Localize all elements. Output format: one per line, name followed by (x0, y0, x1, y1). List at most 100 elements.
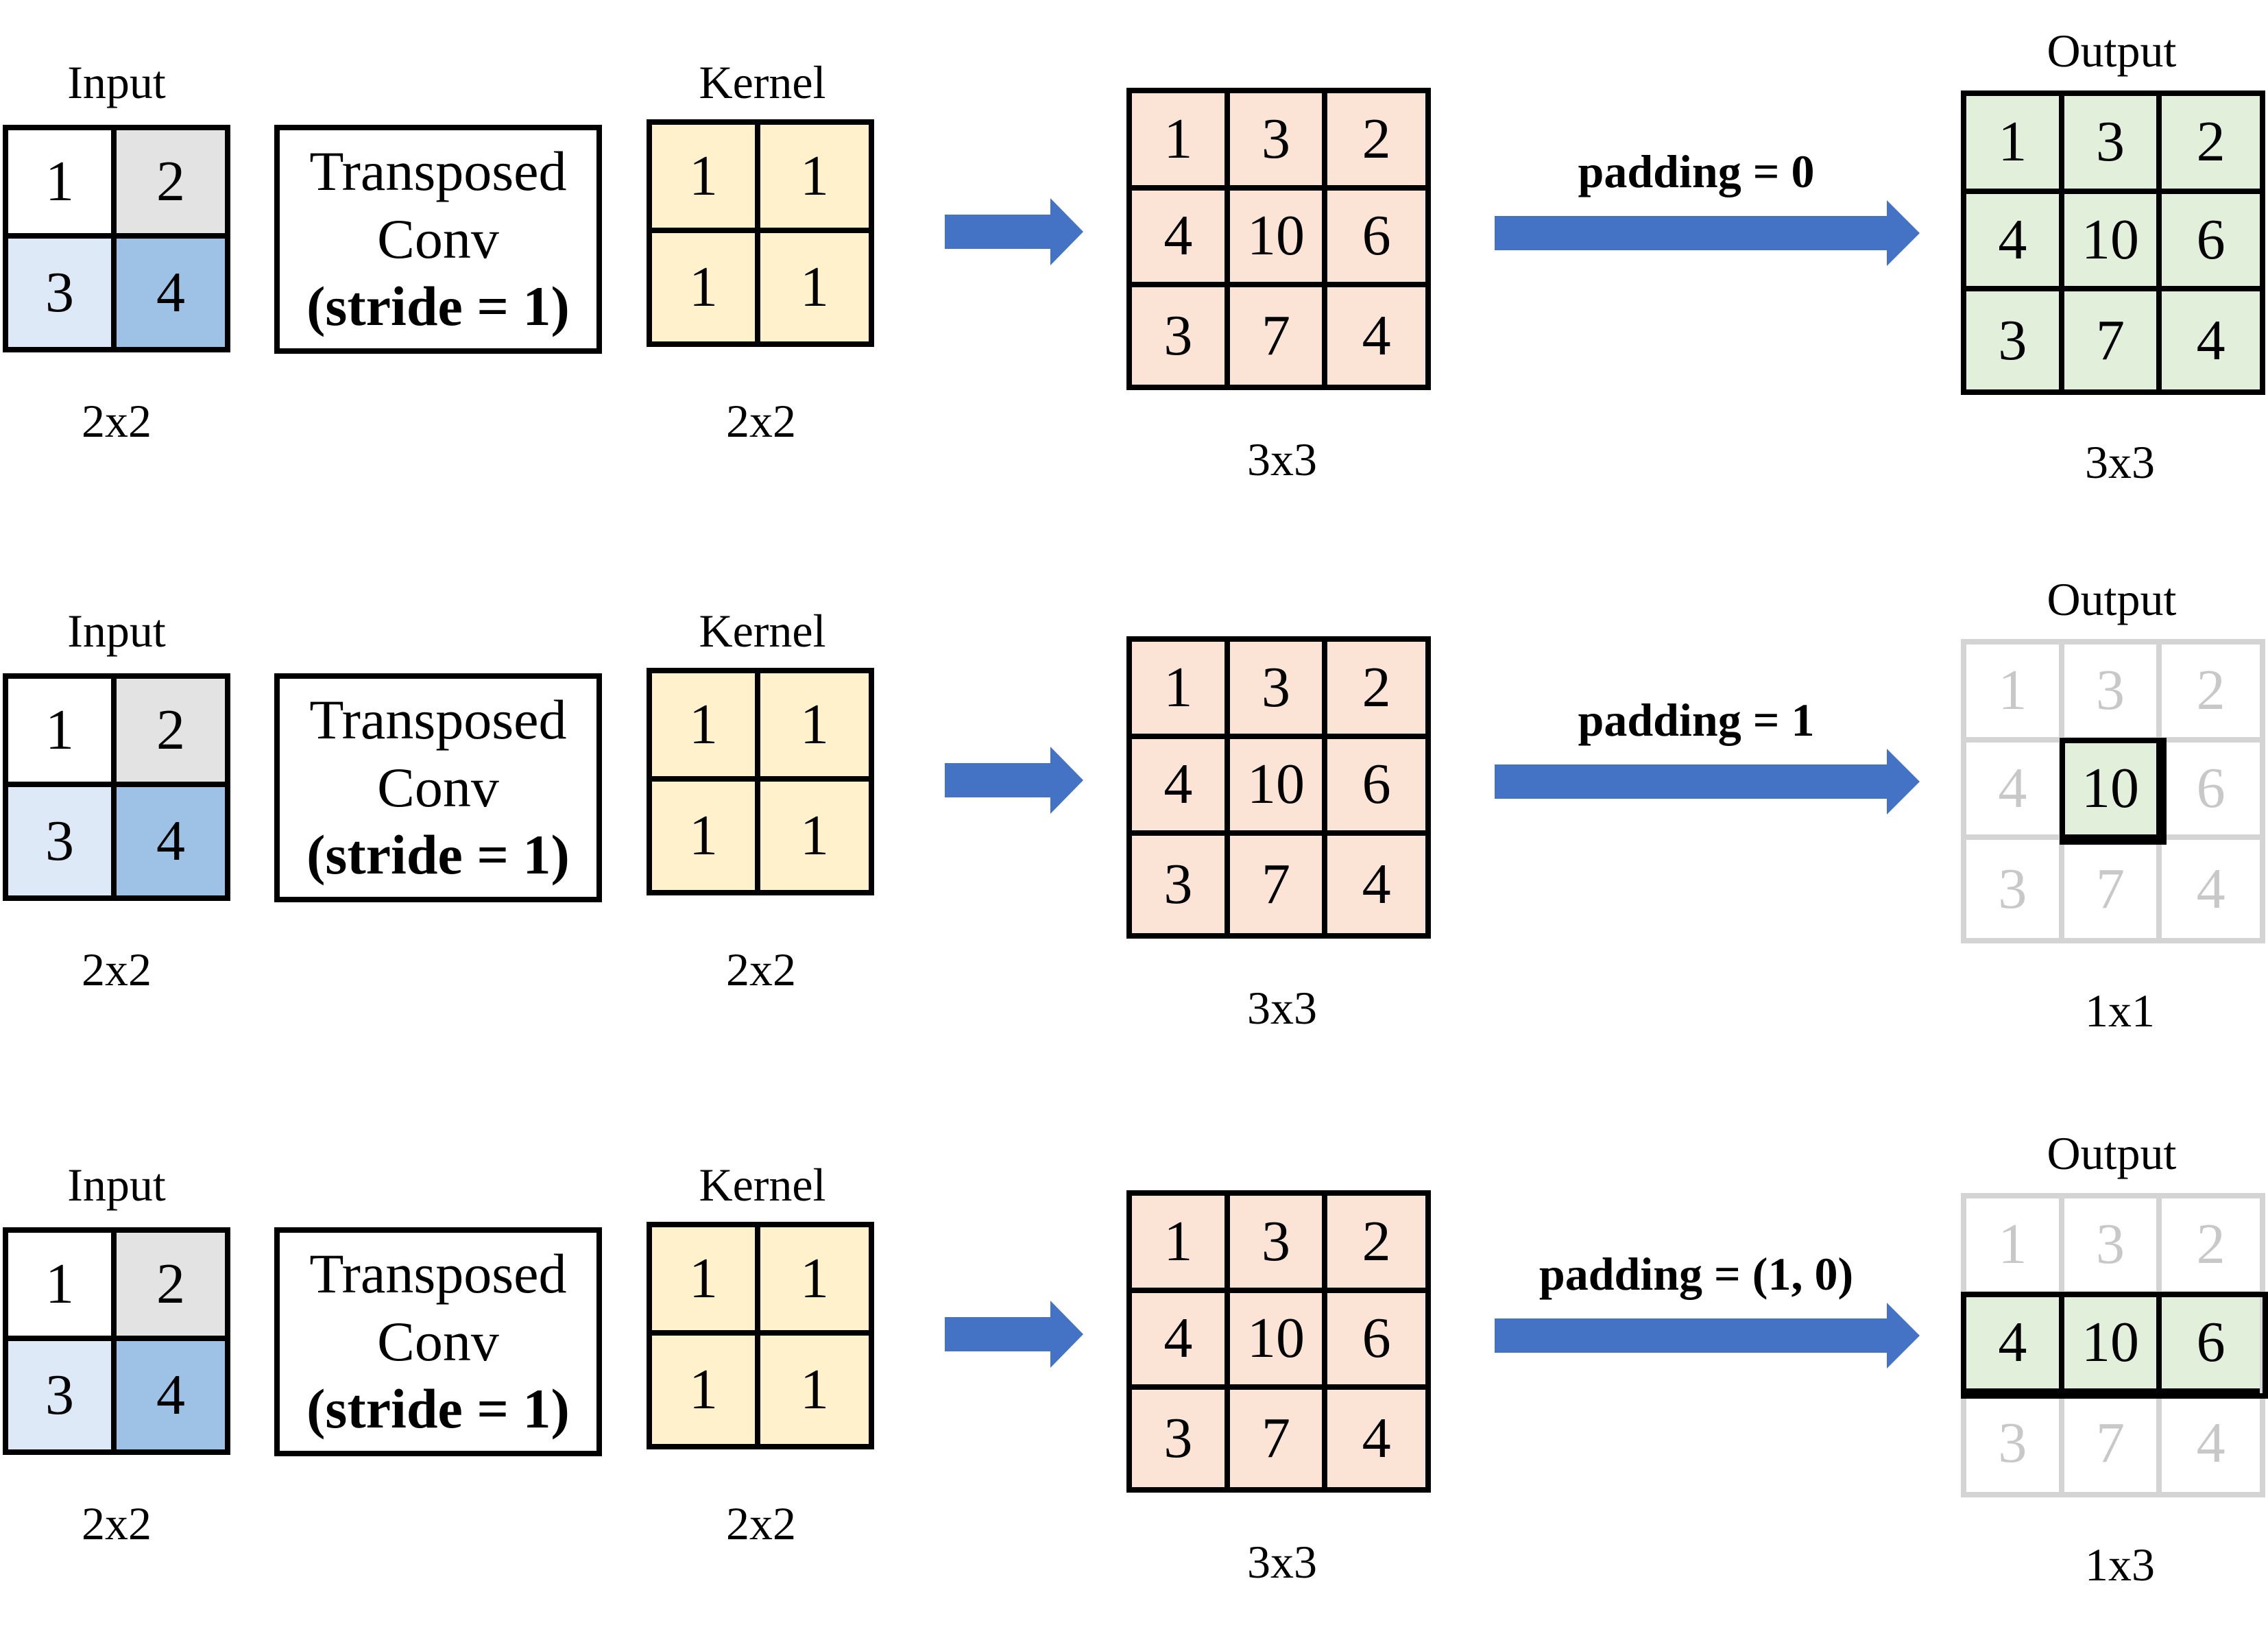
intermediate-grid-cell: 2 (1327, 93, 1425, 191)
intermediate-grid-cell: 10 (1229, 190, 1328, 288)
intermediate-grid-cell: 6 (1327, 190, 1425, 288)
kernel-grid-cell: 1 (652, 1227, 760, 1336)
intermediate-grid-cell: 3 (1229, 1196, 1328, 1293)
intermediate-grid-cell: 2 (1327, 1196, 1425, 1293)
kernel-grid-cell: 1 (652, 1336, 760, 1444)
output-grid-cell: 4 (2162, 1394, 2260, 1492)
intermediate-grid-cell: 6 (1327, 738, 1425, 836)
intermediate-size-label: 3x3 (1247, 982, 1317, 1034)
input-grid-cell: 2 (117, 1233, 225, 1341)
output-size-label: 3x3 (2085, 436, 2155, 488)
output-grid-cell: 4 (1966, 193, 2064, 292)
intermediate-grid-cell: 3 (1229, 642, 1328, 739)
intermediate-grid-cell: 3 (1132, 836, 1230, 933)
intermediate-grid-cell: 7 (1229, 836, 1328, 933)
output-grid-cell: 6 (2162, 193, 2260, 292)
big-arrow (1495, 749, 1920, 815)
intermediate-grid-cell: 3 (1229, 93, 1328, 191)
intermediate-size-label: 3x3 (1247, 433, 1317, 485)
padding-label: padding = 0 (1578, 145, 1815, 197)
output-grid-cell: 10 (2064, 742, 2162, 841)
small-arrow (945, 198, 1083, 265)
input-grid-cell: 4 (117, 787, 225, 895)
intermediate-grid-cell: 2 (1327, 642, 1425, 739)
output-kept-outline (1961, 1292, 2268, 1399)
input-grid-cell: 3 (8, 239, 117, 347)
kernel-size-label: 2x2 (726, 1497, 796, 1550)
intermediate-grid-cell: 4 (1132, 1292, 1230, 1390)
intermediate-grid-cell: 4 (1132, 738, 1230, 836)
big-arrow (1495, 1303, 1920, 1369)
output-grid-cell: 6 (2162, 1296, 2260, 1395)
output-grid-cell: 2 (2162, 96, 2260, 194)
transposed-conv-line1: Transposed (309, 688, 567, 751)
kernel-grid-cell: 1 (760, 673, 869, 782)
intermediate-grid-cell: 10 (1229, 1292, 1328, 1390)
intermediate-grid-cell: 3 (1132, 1390, 1230, 1487)
input-grid-cell: 1 (8, 679, 117, 787)
input-grid-cell: 1 (8, 1233, 117, 1341)
kernel-grid-cell: 1 (760, 782, 869, 890)
kernel-grid-cell: 1 (760, 125, 869, 233)
intermediate-grid-cell: 7 (1229, 1390, 1328, 1487)
output-title: Output (2047, 1127, 2177, 1179)
input-grid-cell: 2 (117, 679, 225, 787)
transposed-conv-line2: Conv (377, 756, 499, 819)
kernel-grid-cell: 1 (652, 673, 760, 782)
kernel-grid-cell: 1 (760, 1336, 869, 1444)
intermediate-grid-cell: 10 (1229, 738, 1328, 836)
input-size-label: 2x2 (82, 395, 152, 447)
output-grid-cell: 3 (1966, 1394, 2064, 1492)
output-grid-cell: 4 (1966, 1296, 2064, 1395)
output-kept-outline (2060, 738, 2167, 845)
input-size-label: 2x2 (82, 943, 152, 996)
output-grid-cell: 3 (1966, 840, 2064, 938)
intermediate-size-label: 3x3 (1247, 1536, 1317, 1588)
small-arrow (945, 1301, 1083, 1368)
input-grid-cell: 3 (8, 1341, 117, 1449)
input-grid-cell: 4 (117, 1341, 225, 1449)
input-title: Input (67, 605, 166, 657)
output-grid-cell: 2 (2162, 1198, 2260, 1297)
transposed-conv-line3: (stride = 1) (306, 275, 570, 338)
output-grid-cell: 3 (2064, 96, 2162, 194)
kernel-size-label: 2x2 (726, 395, 796, 447)
transposed-conv-line1: Transposed (309, 140, 567, 203)
input-size-label: 2x2 (82, 1497, 152, 1550)
input-title: Input (67, 56, 166, 108)
output-title: Output (2047, 25, 2177, 77)
padding-label: padding = (1, 0) (1539, 1248, 1854, 1300)
output-grid-cell: 3 (2064, 1198, 2162, 1297)
output-grid-cell: 4 (1966, 742, 2064, 841)
output-grid-cell: 3 (1966, 291, 2064, 389)
transposed-conv-line3: (stride = 1) (306, 823, 570, 887)
output-size-label: 1x1 (2085, 985, 2155, 1037)
output-title: Output (2047, 573, 2177, 625)
input-grid-cell: 3 (8, 787, 117, 895)
output-size-label: 1x3 (2085, 1539, 2155, 1591)
intermediate-grid-cell: 4 (1327, 836, 1425, 933)
output-grid-cell: 7 (2064, 840, 2162, 938)
output-grid-cell: 1 (1966, 96, 2064, 194)
kernel-title: Kernel (699, 56, 826, 108)
output-grid-cell: 7 (2064, 291, 2162, 389)
input-grid-cell: 1 (8, 130, 117, 239)
intermediate-grid-cell: 1 (1132, 1196, 1230, 1293)
kernel-title: Kernel (699, 605, 826, 657)
output-grid-cell: 4 (2162, 840, 2260, 938)
intermediate-grid-cell: 4 (1132, 190, 1230, 288)
kernel-grid-cell: 1 (652, 782, 760, 890)
output-grid-cell: 1 (1966, 1198, 2064, 1297)
padding-label: padding = 1 (1578, 694, 1815, 746)
